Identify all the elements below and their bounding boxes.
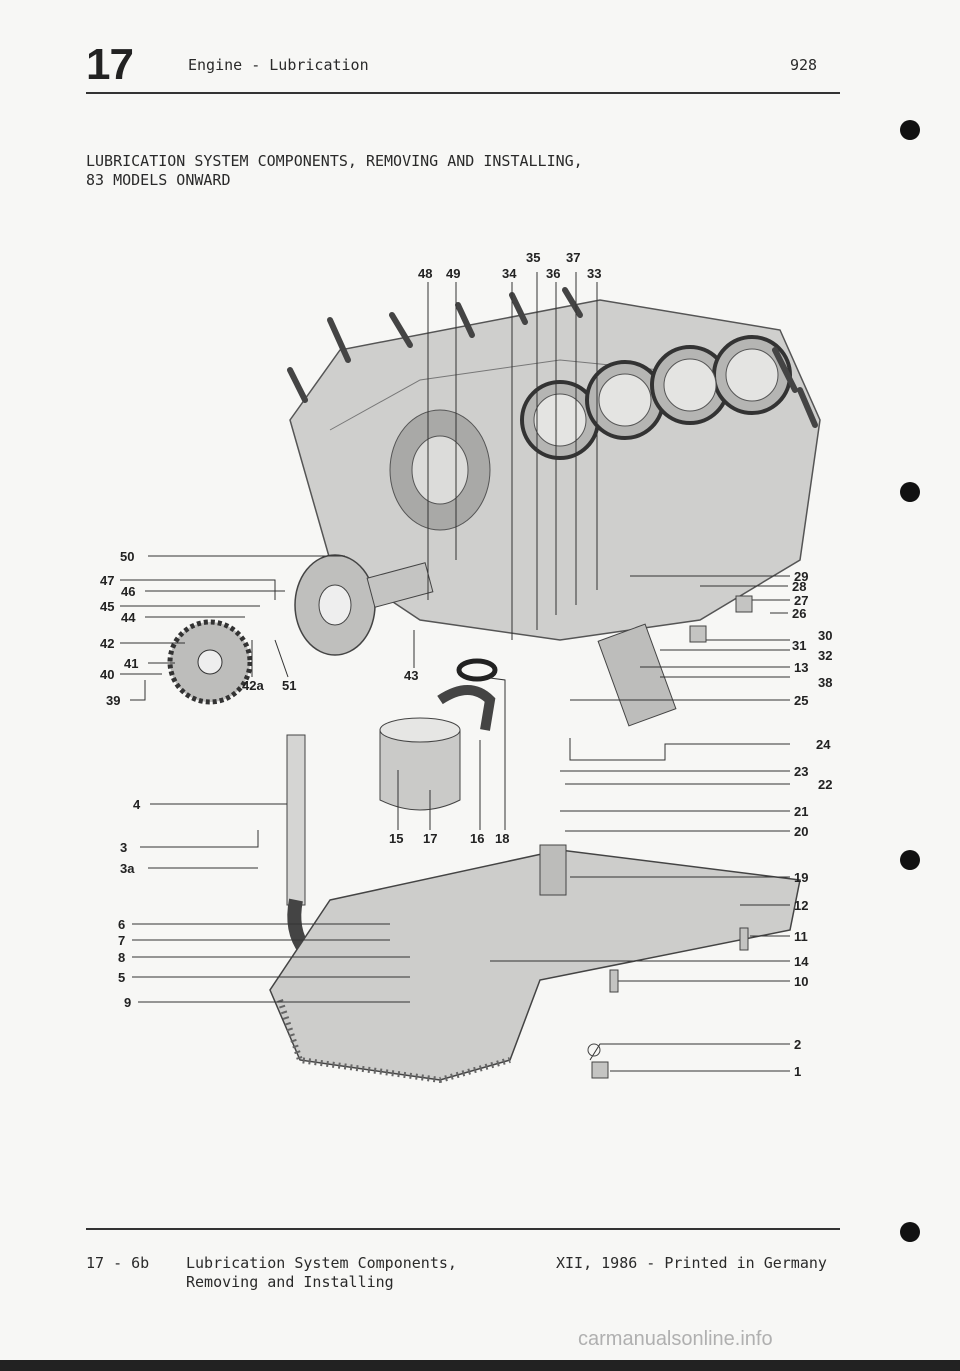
chapter-number: 17 — [86, 40, 134, 89]
callout-1: 1 — [794, 1064, 801, 1079]
scan-edge-bar — [0, 1360, 960, 1371]
callout-44: 44 — [121, 610, 136, 625]
callout-10: 10 — [794, 974, 808, 989]
oil-pan-illustration — [269, 844, 801, 1084]
callout-19: 19 — [794, 870, 808, 885]
callout-50: 50 — [120, 549, 134, 564]
callout-31: 31 — [792, 638, 806, 653]
engine-block-illustration — [287, 287, 821, 641]
callout-36: 36 — [546, 266, 560, 281]
footer-caption-line: Removing and Installing — [186, 1273, 394, 1291]
callout-20: 20 — [794, 824, 808, 839]
callout-48: 48 — [418, 266, 432, 281]
binding-hole — [900, 120, 920, 140]
callout-12: 12 — [794, 898, 808, 913]
callout-49: 49 — [446, 266, 460, 281]
callout-37: 37 — [566, 250, 580, 265]
section-title: LUBRICATION SYSTEM COMPONENTS, REMOVING … — [86, 152, 583, 190]
footer-caption: Lubrication System Components, Removing … — [186, 1254, 457, 1292]
callout-18: 18 — [495, 831, 509, 846]
small-parts-illustration — [587, 595, 753, 1079]
callout-16: 16 — [470, 831, 484, 846]
callout-29: 29 — [794, 569, 808, 584]
callout-34: 34 — [502, 266, 517, 281]
callout-5: 5 — [118, 970, 125, 985]
callout-11: 11 — [794, 929, 808, 944]
header-rule — [86, 92, 840, 94]
leader-lines — [120, 272, 790, 1072]
binding-hole — [900, 850, 920, 870]
footer-rule — [86, 1228, 840, 1230]
callout-38: 38 — [818, 675, 832, 690]
callout-35: 35 — [526, 250, 540, 265]
dipstick-tube-illustration — [286, 734, 311, 955]
binding-hole — [900, 1222, 920, 1242]
callout-13: 13 — [794, 660, 808, 675]
callout-42a: 42a — [242, 678, 264, 693]
callout-15: 15 — [389, 831, 403, 846]
callout-6: 6 — [118, 917, 125, 932]
footer-caption-line: Lubrication System Components, — [186, 1254, 457, 1272]
page-number: 17 - 6b — [86, 1254, 150, 1272]
callout-3: 3 — [120, 840, 127, 855]
callout-14: 14 — [794, 954, 809, 969]
callout-8: 8 — [118, 950, 125, 965]
callout-46: 46 — [121, 584, 135, 599]
callout-22: 22 — [818, 777, 832, 792]
callout-24: 24 — [816, 737, 831, 752]
oil-pump-illustration — [167, 554, 434, 705]
section-title-line: 83 MODELS ONWARD — [86, 171, 231, 189]
callout-25: 25 — [794, 693, 808, 708]
callout-42: 42 — [100, 636, 114, 651]
callout-33: 33 — [587, 266, 601, 281]
callout-43: 43 — [404, 668, 418, 683]
callout-7: 7 — [118, 933, 125, 948]
callout-39: 39 — [106, 693, 120, 708]
chapter-title: Engine - Lubrication — [188, 56, 369, 74]
callout-45: 45 — [100, 599, 114, 614]
oil-filter-illustration — [379, 623, 677, 811]
callout-26: 26 — [792, 606, 806, 621]
edition-info: XII, 1986 - Printed in Germany — [556, 1254, 827, 1272]
model-number: 928 — [790, 56, 818, 74]
callout-41: 41 — [124, 656, 138, 671]
callout-40: 40 — [100, 667, 114, 682]
callout-32: 32 — [818, 648, 832, 663]
callout-30: 30 — [818, 628, 832, 643]
callout-28: 28 — [792, 579, 806, 594]
callout-17: 17 — [423, 831, 437, 846]
callout-47: 47 — [100, 573, 114, 588]
binding-hole — [900, 482, 920, 502]
callout-9: 9 — [124, 995, 131, 1010]
callout-3a: 3a — [120, 861, 135, 876]
callout-51: 51 — [282, 678, 296, 693]
callout-23: 23 — [794, 764, 808, 779]
callout-labels: 48 49 35 37 34 36 33 50 47 46 45 44 42 4… — [100, 250, 832, 1079]
callout-2: 2 — [794, 1037, 801, 1052]
callout-27: 27 — [794, 593, 808, 608]
callout-4: 4 — [133, 797, 141, 812]
callout-21: 21 — [794, 804, 808, 819]
watermark-text: carmanualsonline.info — [578, 1328, 773, 1350]
section-title-line: LUBRICATION SYSTEM COMPONENTS, REMOVING … — [86, 152, 583, 170]
